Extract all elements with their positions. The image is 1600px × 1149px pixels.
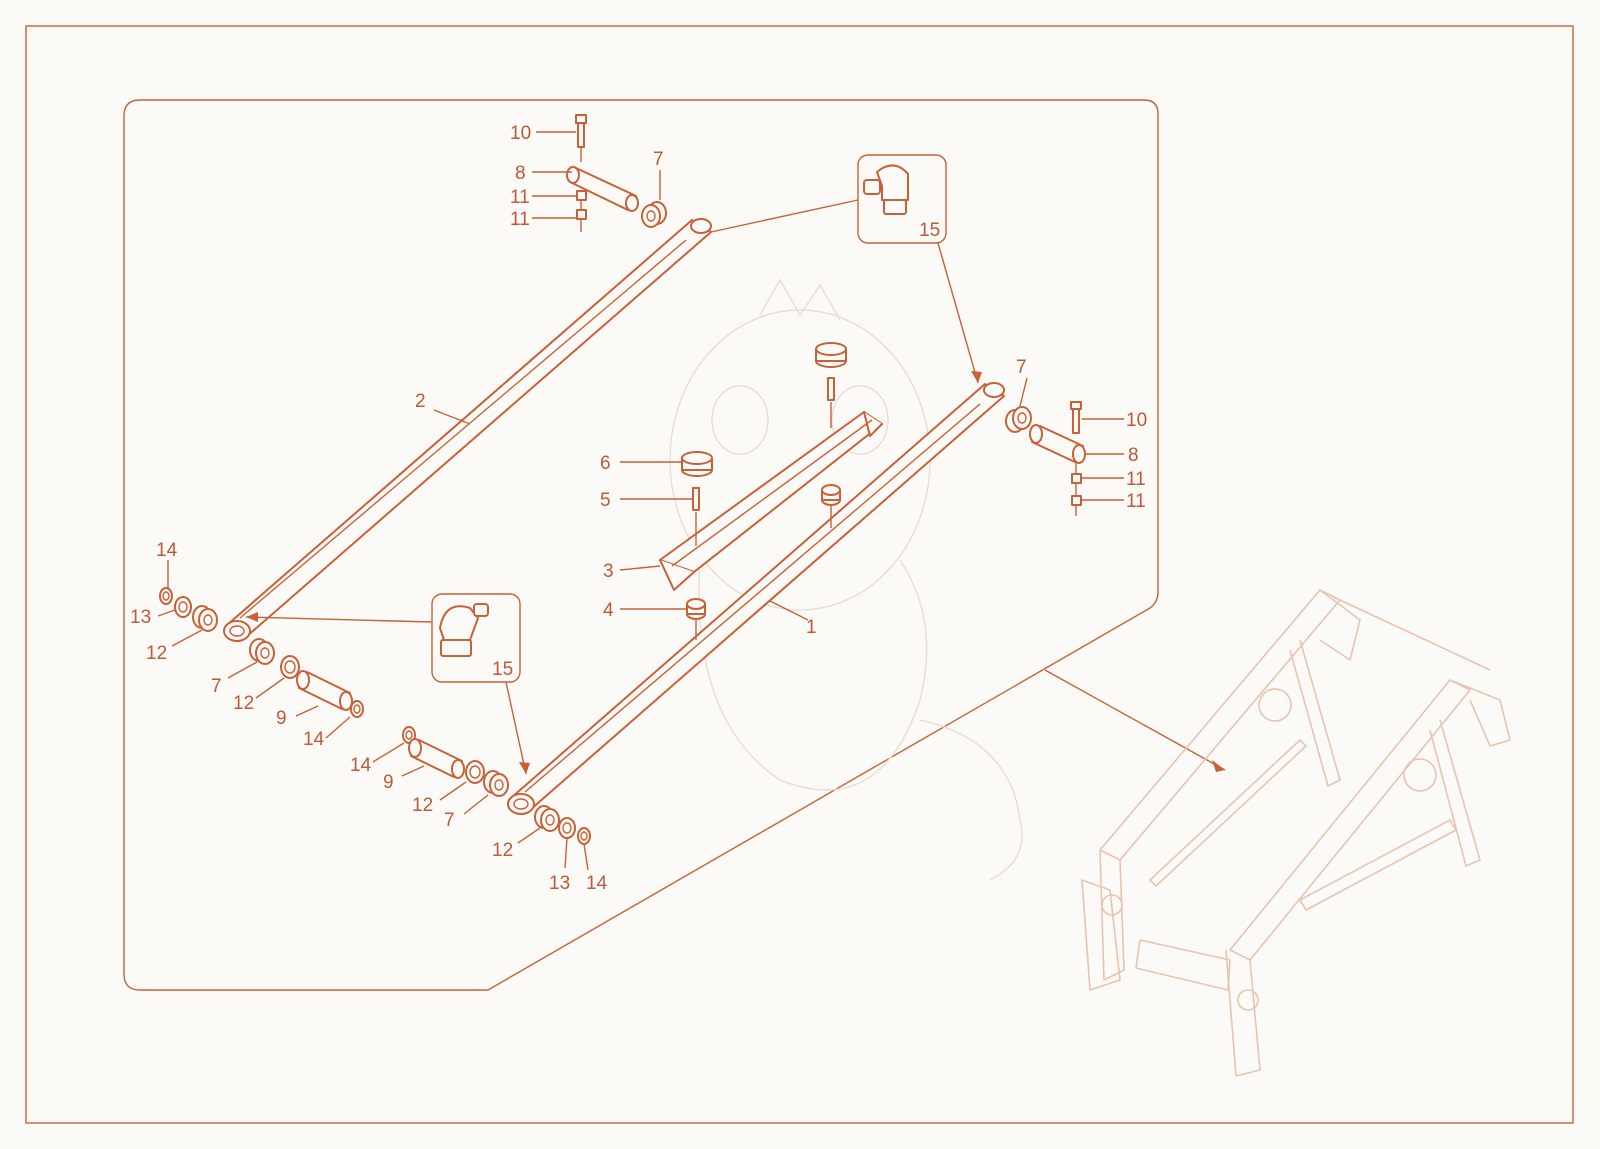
grease-fitting-detail-top [857, 154, 947, 244]
callout-5: 5 [600, 490, 611, 511]
callout-15-top: 15 [919, 220, 940, 241]
callout-13-bottom: 13 [549, 873, 570, 894]
callout-15-bottom: 15 [492, 659, 513, 680]
callout-6: 6 [600, 453, 611, 474]
pin-part-9-mid [408, 738, 465, 779]
bushing-part-4 [686, 598, 706, 640]
washer-part-14-bottom [577, 827, 591, 845]
callout-9-left: 9 [276, 708, 287, 729]
callout-1: 1 [806, 617, 817, 638]
callout-12-left-b: 12 [233, 693, 254, 714]
arm-part-2 [223, 218, 712, 642]
callout-10-right: 10 [1126, 410, 1147, 431]
grease-fitting-detail-bottom [431, 593, 521, 683]
bushing-part-7-mid [483, 770, 509, 797]
callout-8-top: 8 [515, 163, 526, 184]
outer-frame [25, 25, 1574, 1124]
callout-labels: 10 8 7 11 11 15 2 7 10 8 11 11 6 5 3 4 1… [130, 123, 1147, 894]
washer-part-12-bottom [534, 805, 560, 832]
washer-part-14-left-b [350, 700, 364, 718]
grease-cap-part-6-b [815, 342, 847, 368]
washer-part-12-mid [465, 760, 485, 784]
washer-part-14-left [159, 587, 173, 605]
pointer-line [1044, 669, 1226, 771]
callout-14-bottom: 14 [586, 873, 608, 894]
callout-11-top-b: 11 [510, 209, 530, 230]
bolt-part-10-right [1070, 401, 1082, 434]
callout-7-top: 7 [653, 149, 664, 170]
pin-part-9-left [296, 670, 353, 711]
callout-14-left: 14 [156, 540, 178, 561]
washer-part-13-left [174, 596, 192, 618]
bolt-part-10-top [575, 114, 587, 162]
callout-4: 4 [603, 600, 614, 621]
callout-13-left: 13 [130, 607, 151, 628]
bushing-part-7-left [249, 638, 275, 665]
nut-part-11-top [576, 190, 587, 232]
callout-12-left: 12 [146, 643, 167, 664]
watermark-dragon [669, 278, 1023, 881]
callout-7-left: 7 [211, 676, 222, 697]
callout-11-right-b: 11 [1126, 491, 1146, 512]
bushing-part-7-top [641, 201, 667, 228]
nut-part-11-right [1071, 462, 1082, 516]
callout-7-right: 7 [1016, 357, 1027, 378]
detail-panel-outline [123, 99, 1159, 991]
pin-part-8-right [1029, 424, 1086, 464]
washer-part-13-bottom [558, 817, 576, 839]
callout-11-right-a: 11 [1126, 469, 1146, 490]
callout-12-bottom: 12 [492, 840, 513, 861]
bushing-part-7-right [1005, 406, 1032, 433]
washer-part-12-left-b [280, 655, 300, 679]
callout-9-mid: 9 [383, 772, 394, 793]
callout-14-left-b: 14 [303, 729, 325, 750]
callout-8-right: 8 [1128, 445, 1139, 466]
callout-11-top-a: 11 [510, 187, 530, 208]
callout-10-top: 10 [510, 123, 531, 144]
grease-cap-part-6 [681, 451, 713, 477]
pin-part-8-top [566, 166, 639, 212]
callout-7-mid: 7 [444, 810, 455, 831]
callout-3: 3 [603, 561, 614, 582]
pin-part-5-b [827, 377, 835, 428]
callout-2: 2 [415, 391, 426, 412]
washer-part-12-left [192, 605, 218, 632]
arm-part-1 [507, 382, 1005, 815]
leader-lines [157, 131, 1124, 871]
callout-14-mid: 14 [350, 755, 372, 776]
bushing-part-4-b [821, 484, 841, 528]
loader-frame-illustration [1081, 589, 1511, 1077]
channel-part-3 [659, 411, 883, 591]
callout-12-mid: 12 [412, 795, 433, 816]
